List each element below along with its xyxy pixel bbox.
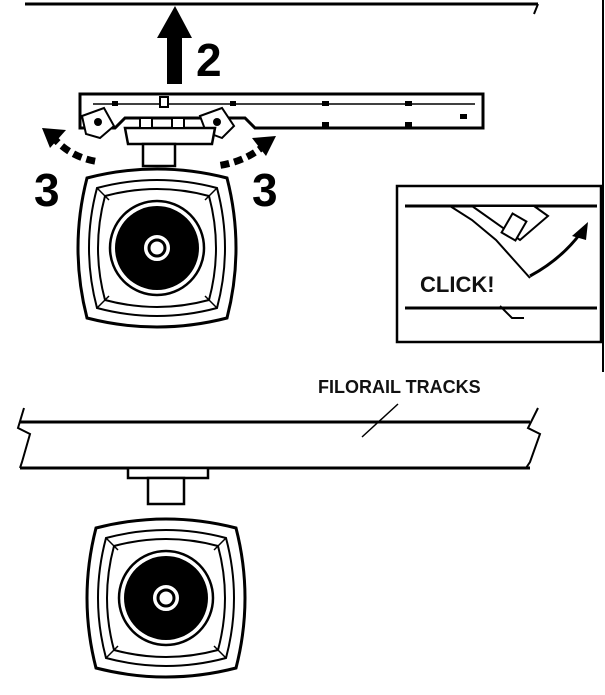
spotlight-head-upper <box>76 167 238 329</box>
spotlight-stem-upper <box>141 142 177 168</box>
click-detail-inset <box>395 184 603 344</box>
lift-arrow <box>157 6 192 84</box>
filorail-track <box>16 407 542 480</box>
track-label: FILORAIL TRACKS <box>318 377 481 397</box>
step-2-label: 2 <box>196 34 222 86</box>
rotate-arrow-right <box>215 136 276 170</box>
rotate-arrow-left <box>42 128 101 166</box>
step-3-right-label: 3 <box>252 164 278 216</box>
spotlight-stem-lower <box>146 476 186 506</box>
top-rail-fragment <box>25 2 539 15</box>
spotlight-head-lower <box>85 517 247 679</box>
click-label: CLICK! <box>420 272 495 297</box>
track-adapter <box>78 92 485 146</box>
step-3-left-label: 3 <box>34 164 60 216</box>
